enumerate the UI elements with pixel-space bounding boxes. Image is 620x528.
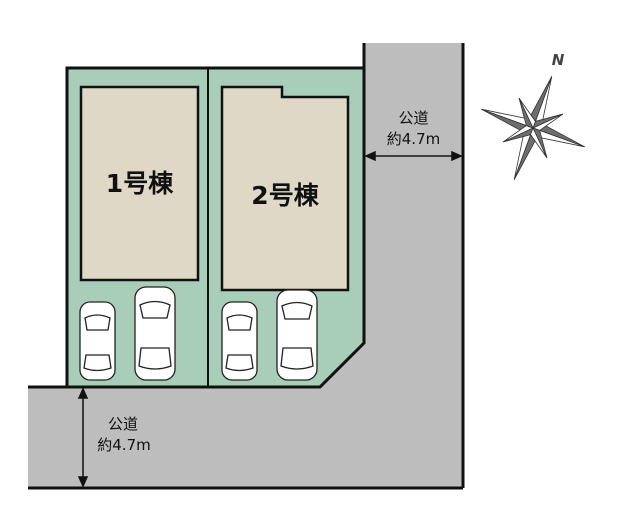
car-icon — [79, 301, 116, 381]
compass-icon — [481, 76, 585, 180]
car-icon — [221, 301, 258, 381]
dimension-arrow-south — [77, 387, 89, 488]
building-1-footprint — [79, 85, 200, 282]
dimension-arrow-east — [364, 150, 463, 162]
car-icon — [134, 286, 176, 381]
road-south-name: 公道 — [107, 415, 138, 433]
road-east-name: 公道 — [398, 109, 429, 127]
building-1-label: 1号棟 — [105, 169, 174, 198]
compass-north-label: N — [551, 51, 565, 69]
building-2-label: 2号棟 — [251, 181, 319, 210]
road-area — [28, 43, 463, 488]
building-2-footprint — [220, 85, 350, 292]
car-icon — [276, 289, 318, 381]
road-south-width: 約4.7m — [97, 436, 151, 454]
road-east-width: 約4.7m — [386, 130, 441, 148]
